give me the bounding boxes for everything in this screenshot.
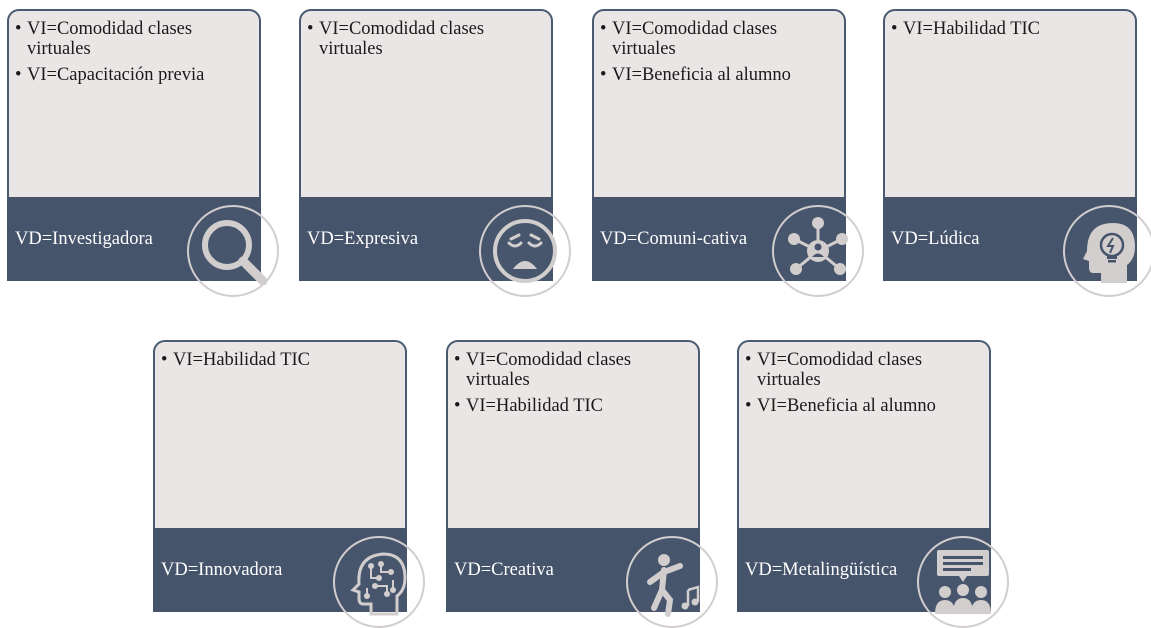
card-comunicativa: VI=Comodidad clases virtuales VI=Benefic… bbox=[592, 9, 864, 297]
vd-label: VD=Lúdica bbox=[891, 229, 980, 249]
card-innovadora: VI=Habilidad TIC VD=Innovadora bbox=[153, 340, 425, 628]
card-ludica: VI=Habilidad TIC VD=Lúdica bbox=[883, 9, 1151, 297]
circuit-head-icon bbox=[333, 536, 425, 628]
network-icon bbox=[772, 205, 864, 297]
bullet-item: VI=Habilidad TIC bbox=[891, 19, 1129, 39]
card-investigadora: VI=Comodidad clases virtuales VI=Capacit… bbox=[7, 9, 279, 297]
bullet-item: VI=Habilidad TIC bbox=[454, 396, 692, 416]
bullet-item: VI=Capacitación previa bbox=[15, 65, 253, 85]
card-metalinguistica: VI=Comodidad clases virtuales VI=Benefic… bbox=[737, 340, 1009, 628]
bullet-list: VI=Habilidad TIC bbox=[161, 350, 399, 376]
dancer-music-icon bbox=[626, 536, 718, 628]
bullet-item: VI=Comodidad clases virtuales bbox=[600, 19, 838, 59]
card-creativa: VI=Comodidad clases virtuales VI=Habilid… bbox=[446, 340, 718, 628]
bullet-item: VI=Beneficia al alumno bbox=[600, 65, 838, 85]
bullet-list: VI=Comodidad clases virtuales VI=Benefic… bbox=[600, 19, 838, 91]
bullet-list: VI=Comodidad clases virtuales VI=Capacit… bbox=[15, 19, 253, 91]
card-expresiva: VI=Comodidad clases virtuales VD=Expresi… bbox=[299, 9, 571, 297]
bullet-item: VI=Comodidad clases virtuales bbox=[307, 19, 545, 59]
bullet-item: VI=Habilidad TIC bbox=[161, 350, 399, 370]
bullet-item: VI=Comodidad clases virtuales bbox=[454, 350, 692, 390]
vd-label: VD=Comuni-cativa bbox=[600, 229, 748, 249]
bullet-list: VI=Comodidad clases virtuales VI=Habilid… bbox=[454, 350, 692, 422]
lightbulb-head-icon bbox=[1063, 205, 1151, 297]
bullet-list: VI=Comodidad clases virtuales bbox=[307, 19, 545, 65]
bullet-item: VI=Comodidad clases virtuales bbox=[745, 350, 983, 390]
bullet-list: VI=Comodidad clases virtuales VI=Benefic… bbox=[745, 350, 983, 422]
vd-label: VD=Creativa bbox=[454, 560, 554, 580]
bullet-list: VI=Habilidad TIC bbox=[891, 19, 1129, 45]
vd-label: VD=Innovadora bbox=[161, 560, 283, 580]
bullet-item: VI=Comodidad clases virtuales bbox=[15, 19, 253, 59]
magnifier-icon bbox=[187, 205, 279, 297]
vd-label: VD=Expresiva bbox=[307, 229, 419, 249]
sad-face-icon bbox=[479, 205, 571, 297]
audience-screen-icon bbox=[917, 536, 1009, 628]
vd-label: VD=Investigadora bbox=[15, 229, 153, 249]
bullet-item: VI=Beneficia al alumno bbox=[745, 396, 983, 416]
vd-label: VD=Metalingüística bbox=[745, 560, 898, 580]
